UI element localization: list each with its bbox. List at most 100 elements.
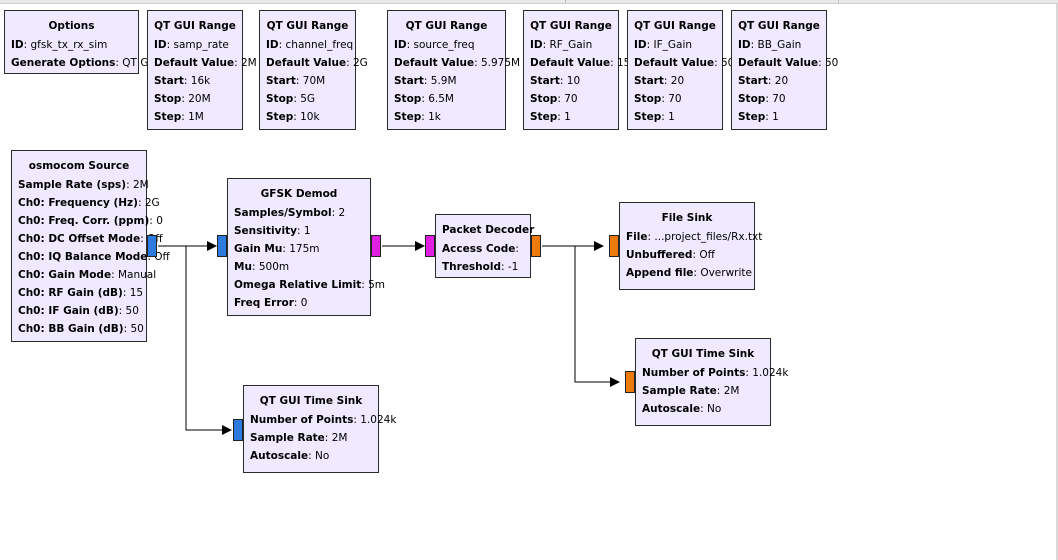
param-row: Stop: 6.5M (394, 93, 454, 105)
gfsk-demod-in-port[interactable] (217, 235, 227, 257)
param-row: Unbuffered: Off (626, 249, 715, 261)
range-block-if-gain[interactable]: QT GUI Range ID: IF_Gain Default Value: … (627, 10, 734, 130)
param-key: Autoscale (250, 450, 309, 462)
gfsk-demod-block[interactable]: GFSK Demod Samples/Symbol: 2 Sensitivity… (227, 178, 386, 316)
param-row: Start: 16k (154, 75, 211, 87)
time-sink-raw-in-port[interactable] (233, 419, 243, 441)
param-key: Start (266, 75, 296, 87)
flowgraph-canvas[interactable]: Options ID: gfsk_tx_rx_sim Generate Opti… (0, 4, 1058, 560)
param-key: Stop (738, 93, 766, 105)
param-key: Access Code (442, 243, 516, 255)
param-row: Ch0: RF Gain (dB): 15 (18, 287, 144, 299)
packet-decoder-in-port[interactable] (425, 235, 435, 257)
osmocom-source-block[interactable]: osmocom Source Sample Rate (sps): 2M Ch0… (11, 150, 170, 342)
packet-decoder-block[interactable]: Packet Decoder Access Code: Threshold: -… (435, 214, 535, 278)
param-value: 1 (772, 111, 779, 123)
file-sink-block[interactable]: File Sink File: ...project_files/Rx.txt … (619, 202, 762, 290)
packet-decoder-out-port[interactable] (531, 235, 541, 257)
param-value: 70 (668, 93, 682, 105)
param-row: Ch0: Frequency (Hz): 2G (18, 197, 160, 209)
param-key: Sensitivity (234, 225, 297, 237)
param-row: Default Value: 2G (266, 57, 368, 69)
param-key: Default Value (394, 57, 475, 69)
param-key: Start (394, 75, 424, 87)
range-block-source-freq[interactable]: QT GUI Range ID: source_freq Default Val… (387, 10, 521, 130)
param-row: Samples/Symbol: 2 (234, 207, 346, 219)
time-sink-block-decoded[interactable]: QT GUI Time Sink Number of Points: 1.024… (635, 338, 788, 426)
param-key: Start (738, 75, 768, 87)
range-block-rf-gain[interactable]: QT GUI Range ID: RF_Gain Default Value: … (523, 10, 630, 130)
param-value: 2 (338, 207, 346, 219)
options-block[interactable]: Options ID: gfsk_tx_rx_sim Generate Opti… (4, 10, 159, 74)
param-key: Unbuffered (626, 249, 693, 261)
wire-packet-to-timesink2[interactable] (574, 246, 620, 387)
param-key: File (626, 231, 648, 243)
param-key: Default Value (530, 57, 611, 69)
param-row: Default Value: 5.975M (394, 57, 521, 69)
param-key: Samples/Symbol (234, 207, 332, 219)
param-row: Step: 1 (530, 111, 571, 123)
param-key: Generate Options (11, 57, 116, 69)
param-key: Default Value (266, 57, 347, 69)
param-value: Off (699, 249, 715, 261)
param-value: 70M (302, 75, 326, 87)
file-sink-in-port[interactable] (609, 235, 619, 257)
param-value: RF_Gain (549, 39, 593, 51)
param-value: 1.024k (360, 414, 397, 426)
param-key: ID (738, 39, 751, 51)
param-value: 5.9M (430, 75, 457, 87)
param-key: ID (394, 39, 407, 51)
param-key: ID (266, 39, 279, 51)
range-block-channel-freq[interactable]: QT GUI Range ID: channel_freq Default Va… (259, 10, 368, 130)
block-title: QT GUI Range (154, 20, 236, 32)
param-row: Start: 10 (530, 75, 581, 87)
param-key: Stop (530, 93, 558, 105)
param-key: Default Value (738, 57, 819, 69)
wire-osmocom-to-timesink1[interactable] (185, 246, 232, 435)
param-row: Mu: 500m (234, 261, 290, 273)
param-value: 50 (824, 57, 839, 69)
param-row: Ch0: DC Offset Mode: Off (18, 230, 163, 248)
param-key: Threshold (442, 261, 501, 273)
param-row: Autoscale: No (642, 403, 722, 415)
param-key: Sample Rate (sps) (18, 179, 127, 191)
param-row: Threshold: -1 (442, 261, 519, 273)
param-value: 175m (289, 243, 320, 255)
time-sink-decoded-in-port[interactable] (625, 371, 635, 393)
gfsk-demod-out-port[interactable] (371, 235, 381, 257)
param-key: Gain Mu (234, 243, 283, 255)
param-value: 1.024k (752, 367, 789, 379)
param-key: Step (530, 111, 558, 123)
range-block-bb-gain[interactable]: QT GUI Range ID: BB_Gain Default Value: … (731, 10, 838, 130)
param-row: Ch0: Gain Mode: Manual (18, 269, 157, 281)
block-title: QT GUI Range (738, 20, 820, 32)
param-value: 1 (564, 111, 571, 123)
param-key: Ch0: Freq. Corr. (ppm) (18, 215, 150, 227)
tab-divider (565, 0, 566, 3)
param-key: Start (634, 75, 664, 87)
param-value: 5.975M (480, 57, 521, 69)
param-value: 10 (566, 75, 581, 87)
param-value: Manual (117, 269, 157, 281)
osmocom-source-out-port[interactable] (147, 235, 157, 257)
param-key: ID (634, 39, 647, 51)
param-row: Sample Rate: 2M (250, 432, 348, 444)
param-value: No (315, 450, 330, 462)
param-row: Ch0: IQ Balance Mode: Off (18, 251, 170, 263)
param-value: 1k (428, 111, 441, 123)
param-key: Autoscale (642, 403, 701, 415)
param-key: Stop (634, 93, 662, 105)
param-value: Off (154, 251, 170, 263)
param-value: 50 (130, 323, 144, 335)
param-value: 500m (258, 261, 290, 273)
param-key: ID (530, 39, 543, 51)
param-key: Sample Rate (642, 385, 717, 397)
param-value: No (707, 403, 722, 415)
block-title: Packet Decoder (442, 224, 535, 236)
param-row: Start: 20 (738, 75, 789, 87)
param-row: Omega Relative Limit: 5m (234, 279, 386, 291)
param-key: Append file (626, 267, 694, 279)
range-block-samp-rate[interactable]: QT GUI Range ID: samp_rate Default Value… (147, 10, 257, 130)
time-sink-block-raw[interactable]: QT GUI Time Sink Number of Points: 1.024… (243, 385, 396, 473)
param-row: Start: 70M (266, 75, 326, 87)
